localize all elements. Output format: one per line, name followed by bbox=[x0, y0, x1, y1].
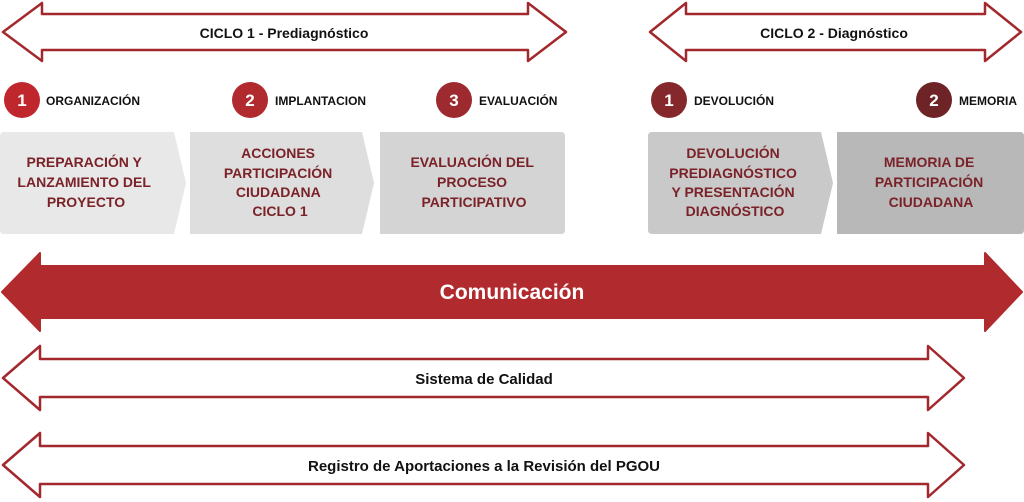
cycle-2-title: CICLO 2 - Diagnóstico bbox=[760, 25, 908, 41]
box-2-line-2: PARTICIPACIÓN bbox=[224, 164, 332, 181]
box-evaluacion-text: EVALUACIÓN DEL PROCESO PARTICIPATIVO bbox=[410, 153, 537, 210]
box-acciones-shape bbox=[190, 132, 374, 234]
step-5-number: 2 bbox=[929, 91, 938, 110]
quality-system-label: Sistema de Calidad bbox=[415, 371, 553, 388]
step-4-circle bbox=[651, 82, 687, 118]
step-1-circle bbox=[4, 82, 40, 118]
box-preparacion: PREPARACIÓN Y LANZAMIENTO DEL PROYECTO bbox=[0, 132, 186, 234]
step-3-number: 3 bbox=[449, 91, 458, 110]
box-2-line-4: CICLO 1 bbox=[252, 203, 307, 219]
registry-arrow: Registro de Aportaciones a la Revisión d… bbox=[1, 431, 966, 499]
registry-label: Registro de Aportaciones a la Revisión d… bbox=[308, 458, 660, 475]
cycle-1-arrow-outline bbox=[1, 1, 568, 63]
box-memoria-shape bbox=[837, 132, 1024, 234]
box-devolucion-shape bbox=[648, 132, 833, 234]
step-4-number: 1 bbox=[664, 91, 673, 110]
step-3-label: EVALUACIÓN bbox=[479, 93, 557, 108]
box-acciones: ACCIONES PARTICIPACIÓN CIUDADANA CICLO 1 bbox=[190, 132, 374, 234]
box-preparacion-text: PREPARACIÓN Y LANZAMIENTO DEL PROYECTO bbox=[17, 153, 154, 210]
quality-system-arrow: Sistema de Calidad bbox=[1, 344, 966, 412]
box-1-line-1: PREPARACIÓN Y bbox=[26, 153, 142, 170]
step-1-number: 1 bbox=[17, 91, 26, 110]
box-5-line-2: PARTICIPACIÓN bbox=[875, 173, 983, 190]
box-5-line-1: MEMORIA DE bbox=[884, 154, 974, 170]
cycle-2-arrow: CICLO 2 - Diagnóstico bbox=[648, 1, 1023, 63]
registry-arrow-outline bbox=[1, 431, 966, 499]
communication-arrow-shape bbox=[1, 252, 1023, 332]
box-4-line-4: DIAGNÓSTICO bbox=[686, 202, 785, 219]
box-1-line-2: LANZAMIENTO DEL bbox=[17, 174, 151, 190]
box-4-line-1: DEVOLUCIÓN bbox=[686, 144, 779, 161]
step-5-circle bbox=[916, 82, 952, 118]
box-2-line-3: CIUDADANA bbox=[236, 184, 321, 200]
step-devolucion: 1 DEVOLUCIÓN bbox=[651, 82, 774, 118]
communication-arrow: Comunicación bbox=[1, 252, 1023, 332]
box-evaluacion: EVALUACIÓN DEL PROCESO PARTICIPATIVO bbox=[380, 132, 565, 234]
box-memoria: MEMORIA DE PARTICIPACIÓN CIUDADANA bbox=[837, 132, 1024, 234]
step-2-circle bbox=[232, 82, 268, 118]
box-evaluacion-shape bbox=[380, 132, 565, 234]
box-2-line-1: ACCIONES bbox=[241, 145, 315, 161]
communication-label: Comunicación bbox=[440, 281, 585, 304]
step-1-label: ORGANIZACIÓN bbox=[46, 93, 140, 108]
step-memoria: 2 MEMORIA bbox=[916, 82, 1017, 118]
box-5-line-3: CIUDADANA bbox=[889, 194, 974, 210]
box-devolucion: DEVOLUCIÓN PREDIAGNÓSTICO Y PRESENTACIÓN… bbox=[648, 132, 833, 234]
box-4-line-2: PREDIAGNÓSTICO bbox=[669, 164, 797, 181]
box-4-line-3: Y PRESENTACIÓN bbox=[671, 183, 794, 200]
cycle-2-arrow-outline bbox=[648, 1, 1023, 63]
step-evaluacion: 3 EVALUACIÓN bbox=[436, 82, 557, 118]
box-3-line-3: PARTICIPATIVO bbox=[422, 194, 527, 210]
cycle-1-arrow: CICLO 1 - Prediagnóstico bbox=[1, 1, 568, 63]
step-2-number: 2 bbox=[245, 91, 254, 110]
box-memoria-text: MEMORIA DE PARTICIPACIÓN CIUDADANA bbox=[875, 154, 987, 210]
step-2-label: IMPLANTACION bbox=[275, 94, 366, 108]
cycle-1-title: CICLO 1 - Prediagnóstico bbox=[200, 25, 369, 41]
quality-system-arrow-outline bbox=[1, 344, 966, 412]
box-acciones-text: ACCIONES PARTICIPACIÓN CIUDADANA CICLO 1 bbox=[224, 145, 336, 219]
box-1-line-3: PROYECTO bbox=[47, 194, 125, 210]
box-devolucion-text: DEVOLUCIÓN PREDIAGNÓSTICO Y PRESENTACIÓN… bbox=[669, 144, 800, 219]
box-3-line-1: EVALUACIÓN DEL bbox=[410, 153, 534, 170]
step-5-label: MEMORIA bbox=[959, 94, 1017, 108]
box-3-line-2: PROCESO bbox=[437, 174, 507, 190]
step-4-label: DEVOLUCIÓN bbox=[694, 93, 774, 108]
box-preparacion-shape bbox=[0, 132, 186, 234]
step-implantacion: 2 IMPLANTACION bbox=[232, 82, 366, 118]
step-3-circle bbox=[436, 82, 472, 118]
step-organizacion: 1 ORGANIZACIÓN bbox=[4, 82, 140, 118]
